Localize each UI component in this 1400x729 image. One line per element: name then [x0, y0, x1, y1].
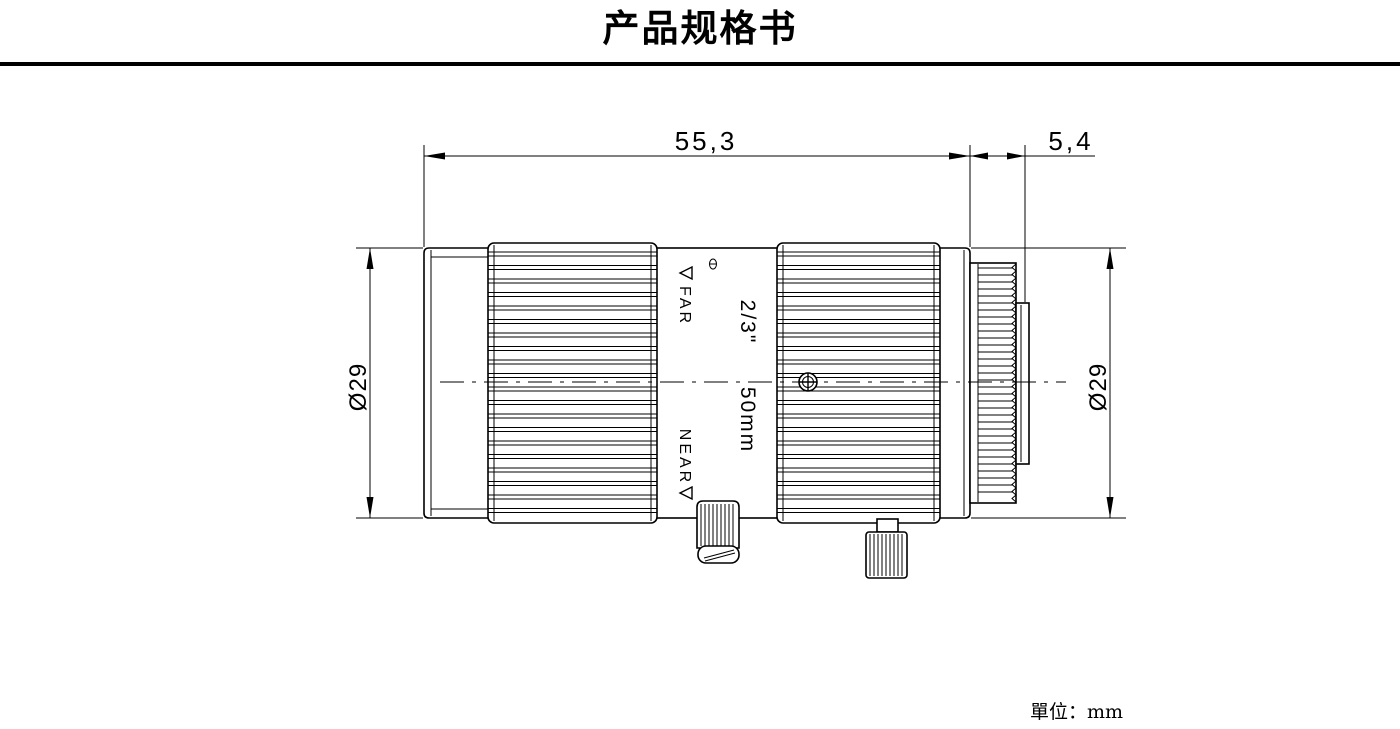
arrowhead-icon: [424, 152, 445, 160]
lock-screw-slot-line: [704, 552, 736, 562]
rear-knurled-ring: [776, 242, 941, 524]
far-triangle-icon: [678, 265, 693, 281]
arrowhead-icon: [1007, 152, 1025, 160]
lock-screw-slot-line: [703, 549, 735, 559]
lens-markings: FAR NEAR 2/3" 50mm: [676, 258, 759, 501]
header-divider: [0, 62, 1400, 66]
arrowhead-icon: [970, 152, 988, 160]
index-mark-icon: [709, 258, 717, 270]
arrowhead-icon: [1106, 497, 1114, 518]
lock-screw-neck: [876, 518, 899, 533]
arrowhead-icon: [366, 248, 374, 269]
front-knurled-ring-grooves: [488, 251, 657, 513]
dimension-mount-length: 5,4: [970, 126, 1095, 160]
dimension-label-front-diameter: Ø29: [345, 363, 372, 411]
rear-barrel: [938, 247, 971, 519]
near-triangle-icon: [678, 485, 693, 501]
dimension-overall-length: 55,3: [424, 126, 970, 160]
mount-thread-lines: [978, 263, 1017, 503]
near-label: NEAR: [676, 429, 693, 485]
lock-screw-knurl: [700, 504, 734, 546]
arrowhead-icon: [949, 152, 970, 160]
extension-lines: [356, 145, 1126, 519]
lock-screw-knurl: [869, 534, 903, 576]
front-knurled-ring-outline: [487, 242, 658, 524]
dimension-rear-diameter: Ø29: [1085, 248, 1114, 518]
sensor-format-label: 2/3": [736, 300, 759, 345]
lock-screw-rear: [865, 518, 908, 579]
front-barrel: [423, 247, 491, 519]
scale-ring: [655, 247, 779, 519]
mount-thread-outline: [969, 262, 1017, 504]
dimension-front-diameter: Ø29: [345, 248, 374, 518]
arrowhead-icon: [366, 497, 374, 518]
focal-length-label: 50mm: [736, 387, 759, 453]
dimension-label-mount-length: 5,4: [1048, 126, 1093, 156]
unit-label: 單位：mm: [1030, 701, 1124, 723]
far-label: FAR: [676, 286, 693, 326]
lock-screw-front: [696, 500, 740, 564]
front-knurled-ring: [487, 242, 658, 524]
dimension-label-overall-length: 55,3: [675, 126, 738, 156]
mount-rear-flange: [1015, 302, 1030, 465]
lens-body: [423, 242, 1030, 524]
mount-thread: [969, 262, 1017, 504]
dimension-label-rear-diameter: Ø29: [1085, 363, 1112, 411]
rear-knurled-ring-outline: [776, 242, 941, 524]
arrowhead-icon: [1106, 248, 1114, 269]
page-title: 产品规格书: [602, 6, 798, 50]
